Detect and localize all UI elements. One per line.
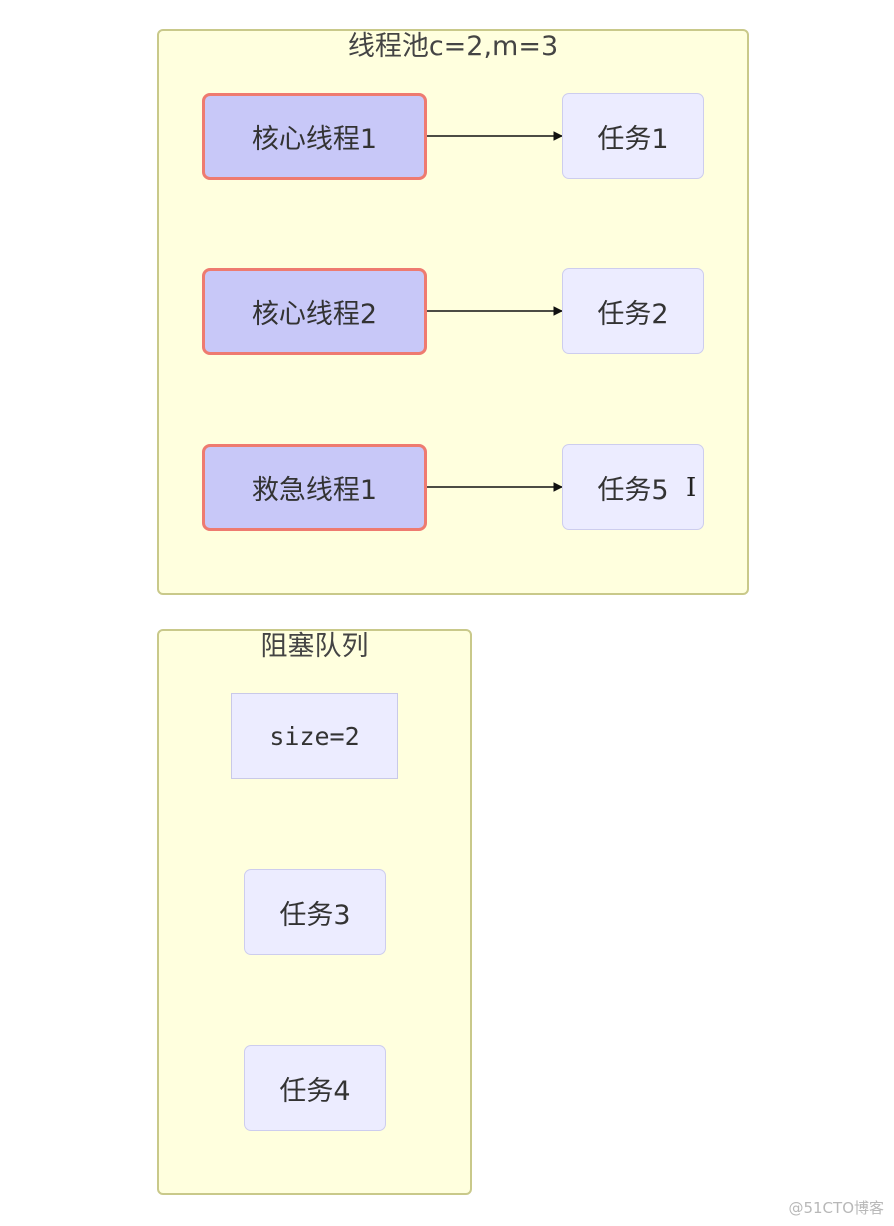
node-emergency-thread-1: 救急线程1 xyxy=(202,444,427,531)
node-queue-size-label: size=2 xyxy=(269,721,360,751)
node-queue-size: size=2 xyxy=(231,693,398,779)
text-cursor-icon: Ⅰ xyxy=(686,473,697,503)
blocking-queue-title: 阻塞队列 xyxy=(260,631,369,662)
node-task-4: 任务4 xyxy=(244,1045,386,1131)
node-task-2: 任务2 xyxy=(562,268,704,354)
node-task-2-label: 任务2 xyxy=(597,298,669,330)
node-task-3: 任务3 xyxy=(244,869,386,955)
node-task-1-label: 任务1 xyxy=(597,123,669,155)
node-task-3-label: 任务3 xyxy=(279,899,351,931)
node-task-5: 任务5 xyxy=(562,444,704,530)
thread-pool-title: 线程池c=2,m=3 xyxy=(347,31,559,62)
watermark: @51CTO博客 xyxy=(788,1199,884,1217)
node-emergency-thread-1-label: 救急线程1 xyxy=(251,475,378,506)
node-core-thread-2-label: 核心线程2 xyxy=(251,299,378,330)
node-task-4-label: 任务4 xyxy=(279,1075,351,1107)
node-core-thread-1: 核心线程1 xyxy=(202,93,427,180)
node-core-thread-1-label: 核心线程1 xyxy=(251,124,378,155)
node-task-1: 任务1 xyxy=(562,93,704,179)
node-task-5-label: 任务5 xyxy=(597,474,669,506)
node-core-thread-2: 核心线程2 xyxy=(202,268,427,355)
